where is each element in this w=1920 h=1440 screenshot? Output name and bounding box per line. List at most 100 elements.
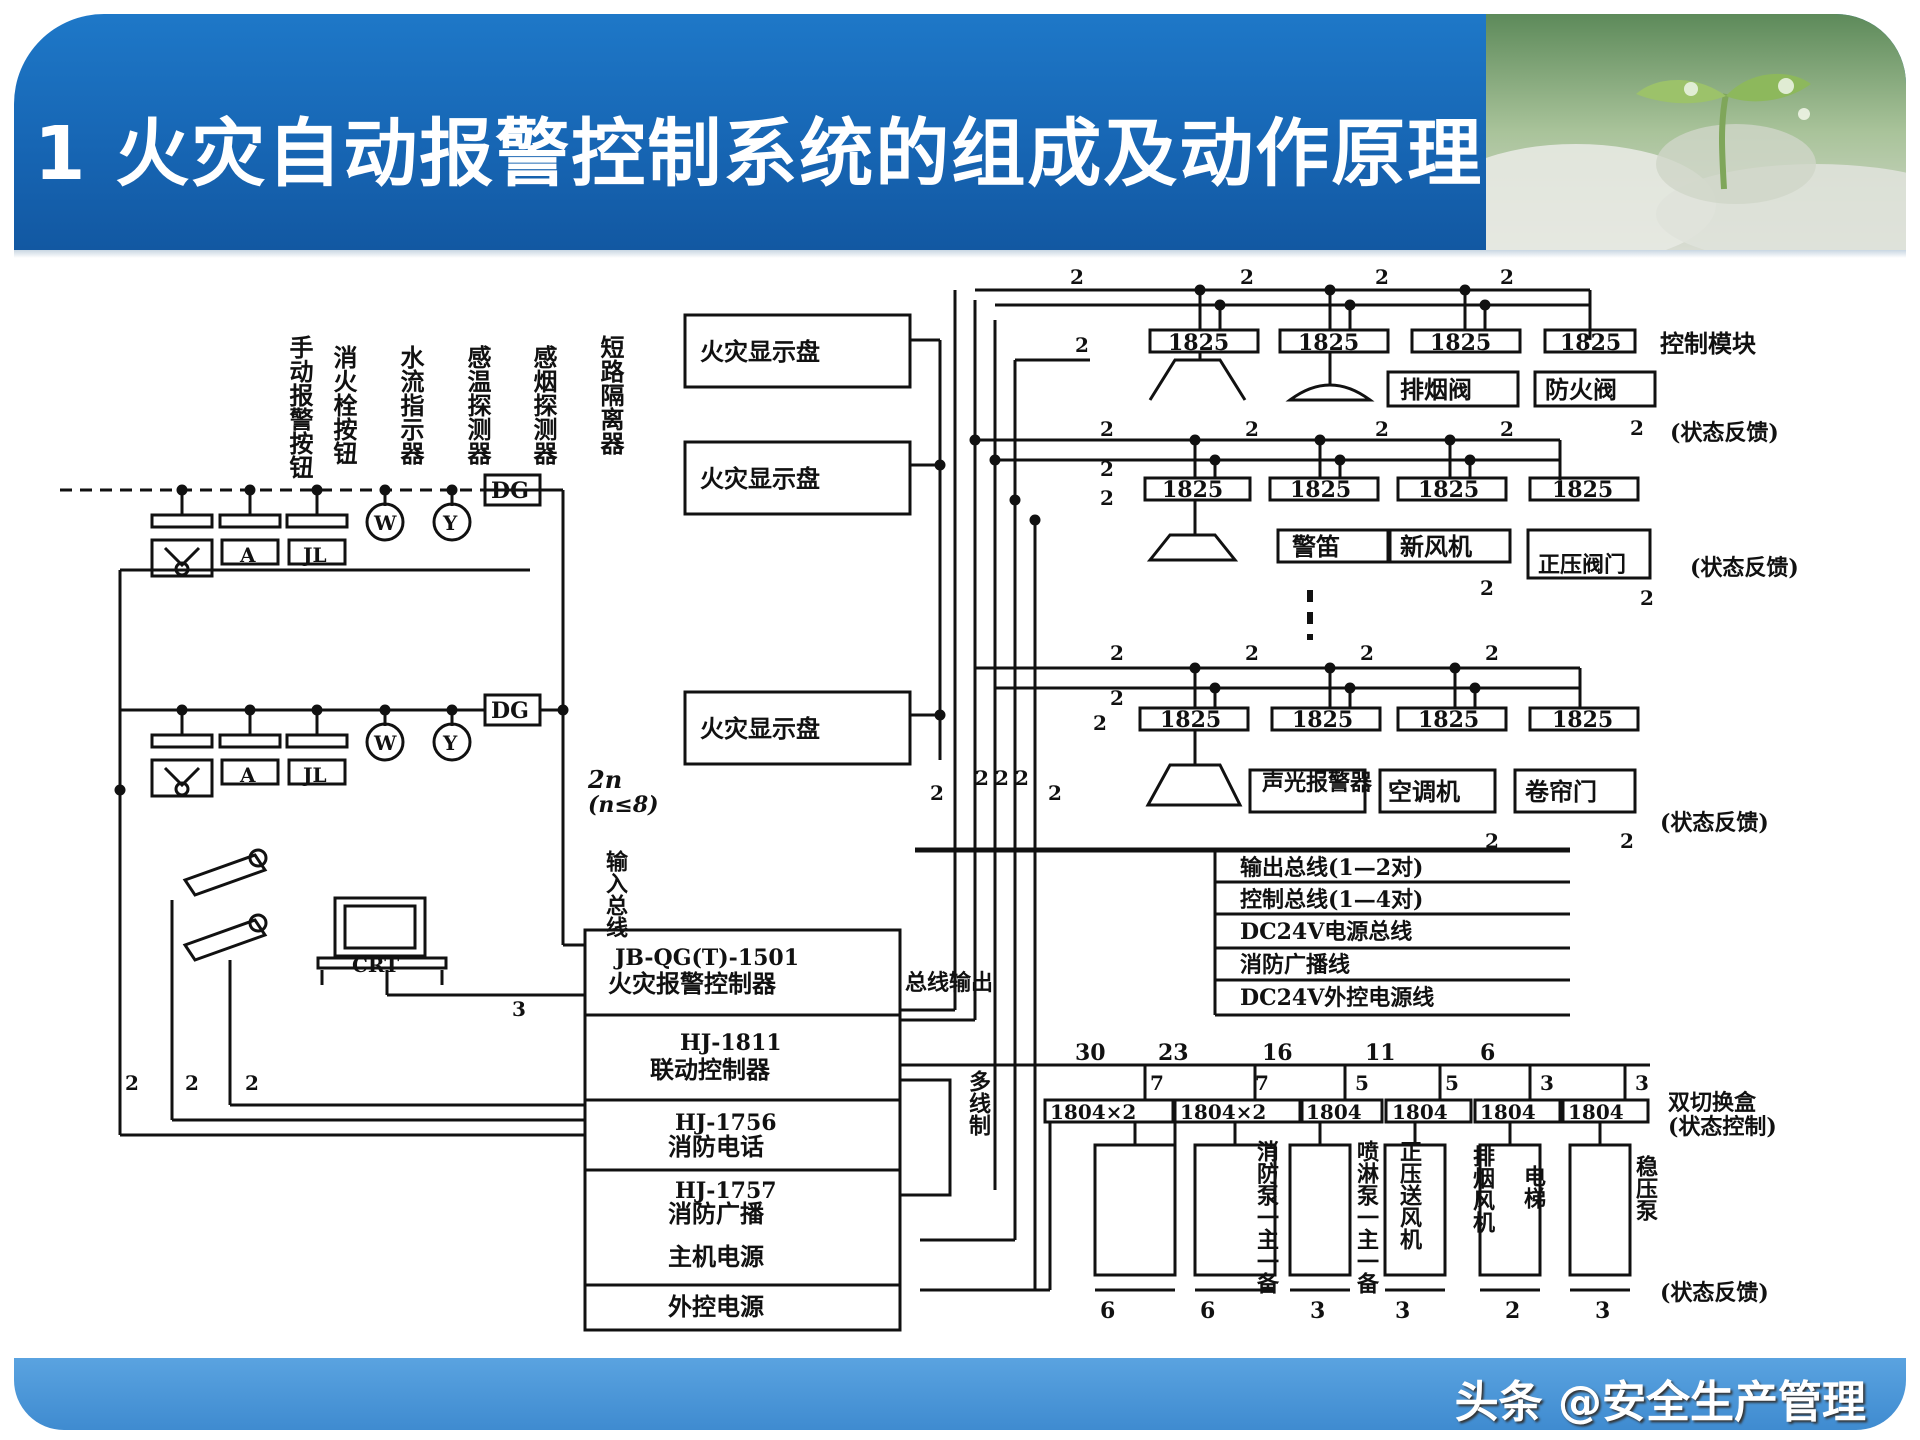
svg-text:正压阀门: 正压阀门	[1538, 552, 1626, 578]
svg-text:(状态反馈): (状态反馈)	[1690, 555, 1799, 581]
svg-text:2: 2	[1375, 265, 1389, 289]
dual-switch-row: 30 23 16 11 6 7 7 5 5 3 3 1804×2 1804×2 …	[1043, 1040, 1777, 1140]
svg-text:2: 2	[1375, 417, 1389, 441]
svg-text:2: 2	[1620, 829, 1634, 853]
detector-loop-2: DG A JL W Y	[114, 693, 569, 798]
main-controller-cabinet: JB-QG(T)-1501 火灾报警控制器 HJ-1811 联动控制器 HJ-1…	[583, 928, 902, 1332]
svg-text:2: 2	[930, 781, 944, 805]
svg-text:1804: 1804	[1568, 1100, 1624, 1124]
label-short-isolator: 短路隔离器	[505, 334, 625, 455]
svg-text:火灾显示盘: 火灾显示盘	[700, 464, 820, 493]
svg-text:联动控制器: 联动控制器	[650, 1055, 771, 1084]
footer-bar: 头条 @安全生产管理	[14, 1358, 1906, 1430]
svg-text:1825: 1825	[1162, 477, 1223, 503]
svg-text:DG: DG	[491, 698, 529, 724]
loop-count: 2n	[587, 765, 622, 794]
svg-text:JL: JL	[301, 543, 327, 567]
svg-text:声光报警器: 声光报警器	[1261, 770, 1373, 796]
svg-text:2: 2	[1500, 417, 1514, 441]
water-flow-symbol: JL	[285, 490, 349, 567]
svg-text:火灾显示盘: 火灾显示盘	[700, 337, 820, 366]
svg-text:2: 2	[1048, 781, 1062, 805]
svg-text:DC24V外控电源线: DC24V外控电源线	[1240, 985, 1434, 1011]
svg-text:2: 2	[1360, 641, 1374, 665]
svg-text:3: 3	[1310, 1298, 1325, 1324]
svg-text:2: 2	[1110, 686, 1124, 710]
svg-text:HJ-1811: HJ-1811	[680, 1030, 782, 1056]
svg-text:2: 2	[1240, 265, 1254, 289]
svg-text:2: 2	[185, 1071, 199, 1095]
svg-text:2: 2	[245, 1071, 259, 1095]
svg-text:3: 3	[1595, 1298, 1610, 1324]
bus-output-label: 总线输出	[905, 970, 993, 996]
detector-labels: 手动报警按钮 消火栓按钮 水流指示器 感温探测器 感烟探测器 短路隔离器	[170, 334, 625, 480]
svg-text:2: 2	[1485, 641, 1499, 665]
svg-text:卷帘门: 卷帘门	[1525, 777, 1597, 806]
svg-text:W: W	[373, 731, 397, 755]
svg-text:6: 6	[1100, 1298, 1115, 1324]
svg-text:1804: 1804	[1392, 1100, 1448, 1124]
svg-text:JL: JL	[301, 763, 327, 787]
module-row-2: 1825 1825 1825 1825 警笛 新风机 正压阀门 (状态反馈) 2…	[975, 417, 1799, 640]
banner-shadow	[14, 250, 1906, 258]
svg-text:1804: 1804	[1306, 1100, 1362, 1124]
svg-text:排烟风机: 排烟风机	[1407, 1145, 1495, 1234]
svg-text:2: 2	[995, 766, 1009, 790]
svg-text:空调机: 空调机	[1388, 777, 1460, 806]
svg-text:1825: 1825	[1430, 330, 1491, 356]
svg-text:消防电话: 消防电话	[668, 1132, 764, 1161]
svg-text:消防广播: 消防广播	[668, 1199, 765, 1228]
svg-text:5: 5	[1445, 1071, 1459, 1095]
svg-text:1825: 1825	[1552, 707, 1613, 733]
svg-text:DC24V电源总线: DC24V电源总线	[1240, 919, 1412, 945]
module-row-3: 1825 1825 1825 1825 声光报警器 空调机 卷帘门 (状态反馈)…	[975, 641, 1769, 853]
page-title: 1 火灾自动报警控制系统的组成及动作原理	[34, 111, 1484, 197]
smoke-detector-symbol: Y	[432, 490, 472, 542]
svg-text:2: 2	[1500, 265, 1514, 289]
svg-text:2: 2	[125, 1071, 139, 1095]
svg-text:双切换盒: 双切换盒	[1668, 1090, 1757, 1116]
svg-text:Y: Y	[442, 731, 458, 755]
svg-text:1825: 1825	[1292, 707, 1353, 733]
svg-text:23: 23	[1158, 1040, 1189, 1066]
svg-text:2: 2	[1245, 641, 1259, 665]
svg-text:2: 2	[1075, 333, 1089, 357]
svg-text:2: 2	[1630, 416, 1644, 440]
svg-text:1825: 1825	[1290, 477, 1351, 503]
svg-text:2: 2	[1100, 486, 1114, 510]
svg-text:7: 7	[1255, 1071, 1269, 1095]
equipment-row: 消防泵一主一备 喷淋泵一主一备 正压送风机 排烟风机 电梯 稳压泵 6 6 3 …	[1000, 1122, 1769, 1324]
title-banner: 1 火灾自动报警控制系统的组成及动作原理	[14, 14, 1906, 250]
svg-text:主机电源: 主机电源	[668, 1242, 764, 1271]
crt-monitor-icon: CRT	[316, 896, 448, 985]
svg-text:控制总线(1—4对): 控制总线(1—4对)	[1240, 887, 1423, 913]
svg-text:2: 2	[1100, 417, 1114, 441]
svg-text:2: 2	[1093, 711, 1107, 735]
svg-text:1825: 1825	[1298, 330, 1359, 356]
svg-text:防火阀: 防火阀	[1545, 375, 1617, 404]
svg-text:控制模块: 控制模块	[1660, 329, 1756, 358]
svg-text:2: 2	[1015, 766, 1029, 790]
detector-loop-1: DG A JL W Y	[60, 473, 565, 1135]
svg-text:HJ-1757: HJ-1757	[675, 1178, 777, 1204]
svg-text:3: 3	[1635, 1071, 1649, 1095]
svg-text:HJ-1756: HJ-1756	[675, 1110, 777, 1136]
svg-text:Y: Y	[442, 511, 458, 535]
svg-text:消防广播线: 消防广播线	[1240, 952, 1350, 978]
svg-text:2: 2	[1100, 457, 1114, 481]
svg-text:1825: 1825	[1168, 330, 1229, 356]
svg-text:排烟阀: 排烟阀	[1400, 375, 1472, 404]
svg-text:输出总线(1—2对): 输出总线(1—2对)	[1240, 855, 1423, 881]
svg-text:警笛: 警笛	[1291, 532, 1340, 561]
telephone-icon	[182, 848, 268, 962]
svg-text:1825: 1825	[1418, 707, 1479, 733]
svg-text:1804×2: 1804×2	[1050, 1100, 1136, 1124]
svg-text:6: 6	[1200, 1298, 1215, 1324]
svg-text:(状态控制): (状态控制)	[1668, 1114, 1777, 1140]
svg-text:1825: 1825	[1160, 707, 1221, 733]
svg-text:2: 2	[1640, 586, 1654, 610]
svg-text:1825: 1825	[1560, 330, 1621, 356]
svg-text:JB-QG(T)-1501: JB-QG(T)-1501	[613, 945, 799, 971]
svg-text:A: A	[239, 763, 256, 787]
